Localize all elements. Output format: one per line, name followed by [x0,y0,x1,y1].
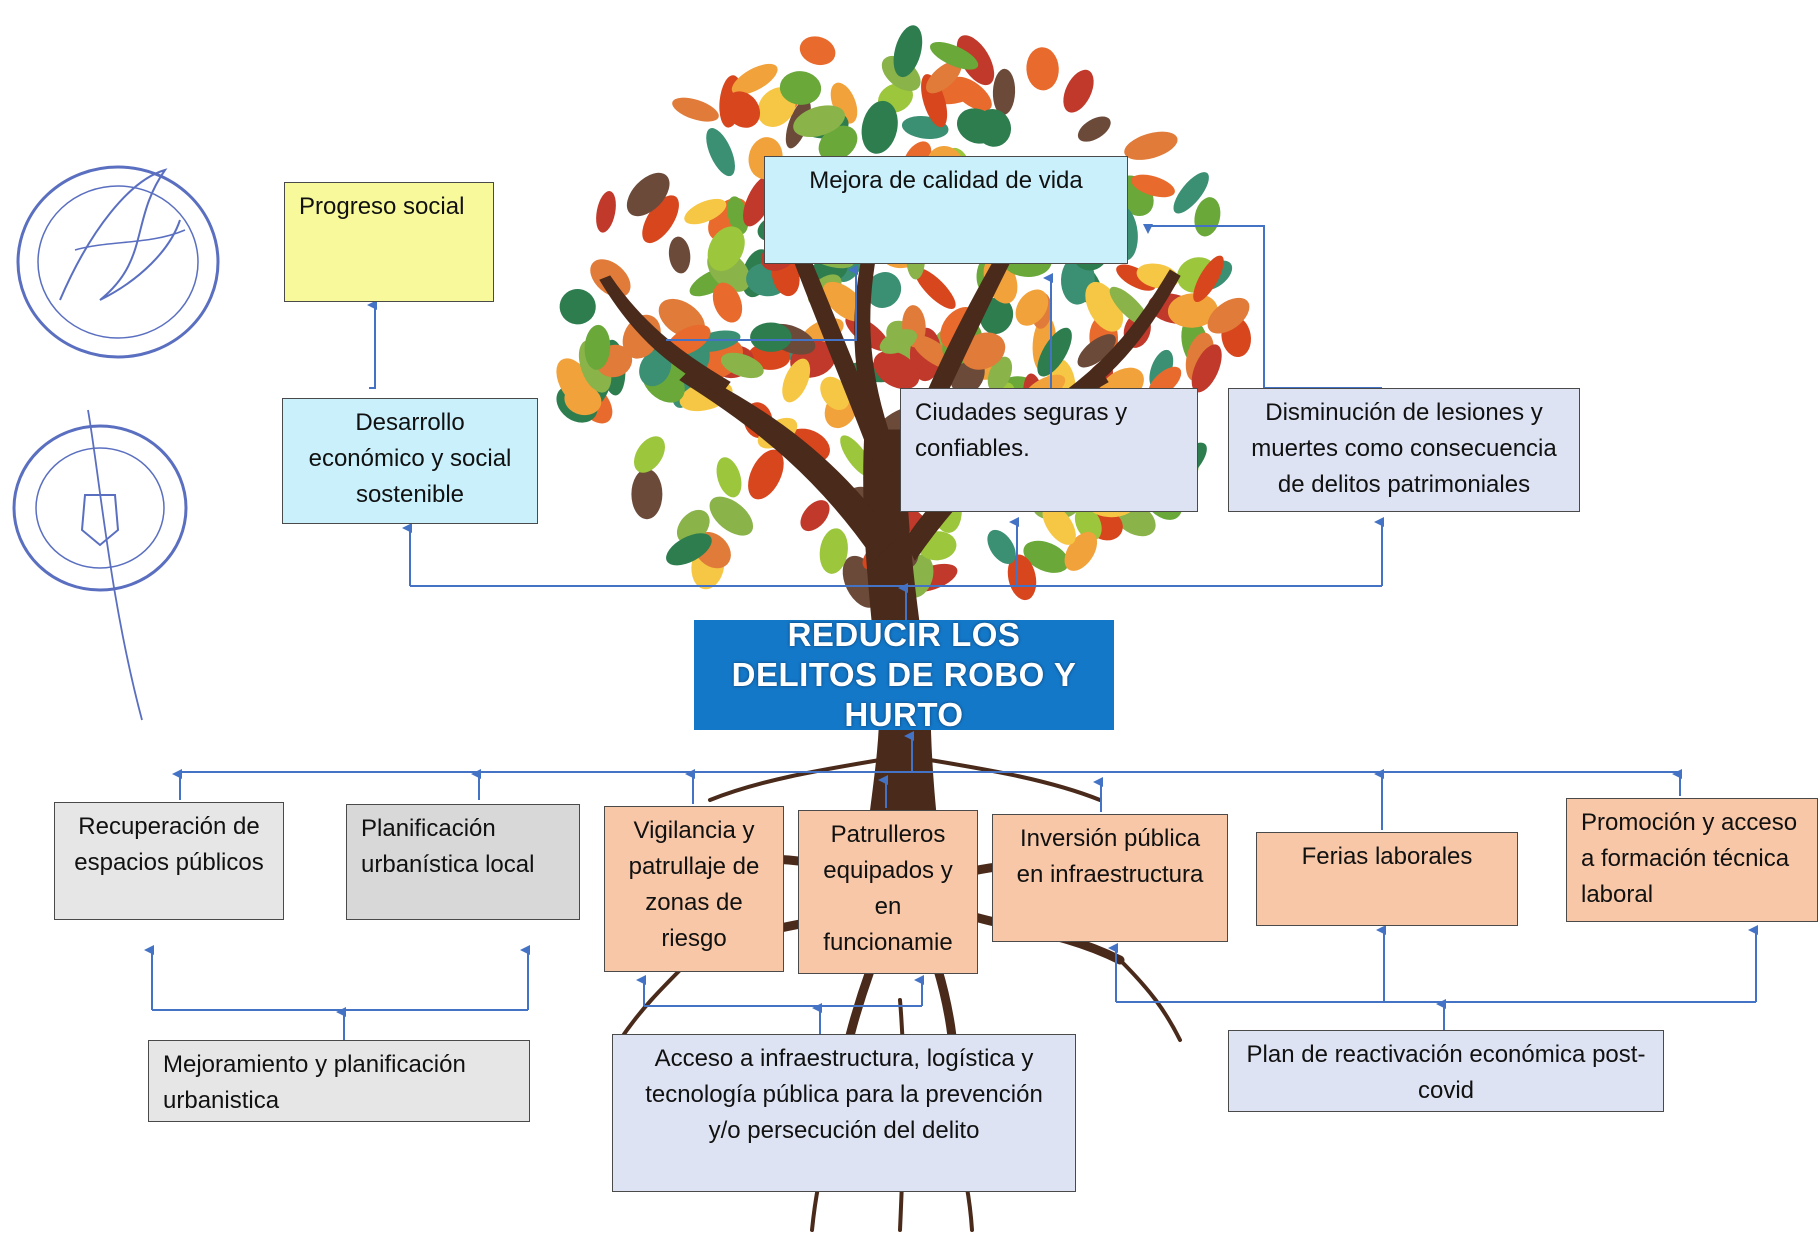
leaf [961,332,1006,370]
leaf [893,25,923,78]
leaf [564,384,602,416]
leaf [672,97,719,122]
recuperacion-box: Recuperación de espacios públicos [54,802,284,920]
recuperacion-label: Recuperación de espacios públicos [74,813,264,876]
ferias-label: Ferias laborales [1301,843,1473,870]
leaf [706,128,735,177]
leaf [559,288,596,325]
regional-stamp [16,165,220,359]
mejoramiento-label: Mejoramiento y planificación urbanistica [163,1051,466,1114]
leaf [596,191,616,233]
leaf [731,63,778,95]
disminucion-box: Disminución de lesiones y muertes como c… [1228,388,1580,512]
promocion-box: Promoción y acceso a formación técnica l… [1566,798,1818,922]
vigilancia-label: Vigilancia y patrullaje de zonas de ries… [628,817,760,952]
leaf [1124,131,1178,160]
leaf [1131,174,1175,198]
ciudades-label: Ciudades seguras y confiables. [915,399,1128,462]
progreso-social-box: Progreso social [284,182,494,302]
central-problem: REDUCIR LOS DELITOS DE ROBO Y HURTO [694,616,1114,733]
disminucion-label: Disminución de lesiones y muertes como c… [1251,399,1557,498]
leaf [639,349,672,387]
patrulleros-label: Patrulleros equipados y en funcionamie [823,821,953,956]
leaf [925,60,962,94]
leaf [861,100,898,154]
acceso-label: Acceso a infraestructura, logística y te… [645,1045,1043,1144]
leaf [779,71,822,105]
progreso-social-label: Progreso social [299,193,465,220]
leaf [1173,172,1209,214]
leaf [1026,47,1059,91]
promocion-label: Promoción y acceso a formación técnica l… [1581,809,1798,908]
leaf [987,356,1013,392]
plan-label: Plan de reactivación económica post-covi… [1246,1041,1646,1104]
planificacion-box: Planificación urbanística local [346,804,580,920]
mejora-calidad-label: Mejora de calidad de vida [809,167,1083,194]
leaf [1074,506,1102,541]
patrulleros-box: Patrulleros equipados y en funcionamie [798,810,978,974]
ferias-box: Ferias laborales [1256,832,1518,926]
mejora-calidad-box: Mejora de calidad de vida [764,156,1128,264]
leaf [930,41,979,70]
leaf [873,350,920,390]
ciudades-box: Ciudades seguras y confiables. [900,388,1198,512]
leaf [1023,540,1069,573]
leaf [914,268,956,309]
acceso-box: Acceso a infraestructura, logística y te… [612,1034,1076,1192]
inversion-label: Inversión pública en infraestructura [1016,825,1204,888]
leaf [642,195,679,244]
leaf [819,528,848,574]
leaf [987,529,1016,564]
leaf [626,172,670,217]
leaf [1037,327,1072,377]
leaf [1077,334,1116,368]
leaf [668,236,691,274]
leaf [1015,289,1049,326]
leaf [799,36,836,66]
central-problem-label: REDUCIR LOS DELITOS DE ROBO Y HURTO [731,616,1077,733]
leaf [748,449,784,500]
leaf [725,91,761,128]
leaf [800,500,830,532]
inversion-box: Inversión pública en infraestructura [992,814,1228,942]
gobernacion-stamp [12,409,188,721]
leaf [1042,504,1076,545]
leaf [584,324,611,370]
desarrollo-box: Desarrollo económico y social sostenible [282,398,538,524]
leaf [818,125,858,161]
leaf [666,533,712,566]
leaf [992,68,1016,115]
leaf [1007,554,1037,601]
leaf [956,108,997,144]
leaf [684,198,727,225]
plan-box: Plan de reactivación económica post-covi… [1228,1030,1664,1112]
leaf [720,352,764,379]
leaf [634,436,665,473]
leaf [1063,69,1094,113]
planificacion-label: Planificación urbanística local [361,815,535,878]
leaf [820,376,850,411]
leaf [1077,116,1111,142]
leaf [750,322,792,352]
leaf [793,105,845,138]
desarrollo-label: Desarrollo económico y social sostenible [308,409,512,508]
leaf [716,457,742,498]
leaf [707,226,745,272]
leaf [879,329,918,354]
leaf [631,469,663,520]
leaf [782,358,811,403]
mejoramiento-box: Mejoramiento y planificación urbanistica [148,1040,530,1122]
leaf [866,272,902,308]
leaf [727,196,749,235]
leaf [709,496,754,536]
vigilancia-box: Vigilancia y patrullaje de zonas de ries… [604,806,784,972]
